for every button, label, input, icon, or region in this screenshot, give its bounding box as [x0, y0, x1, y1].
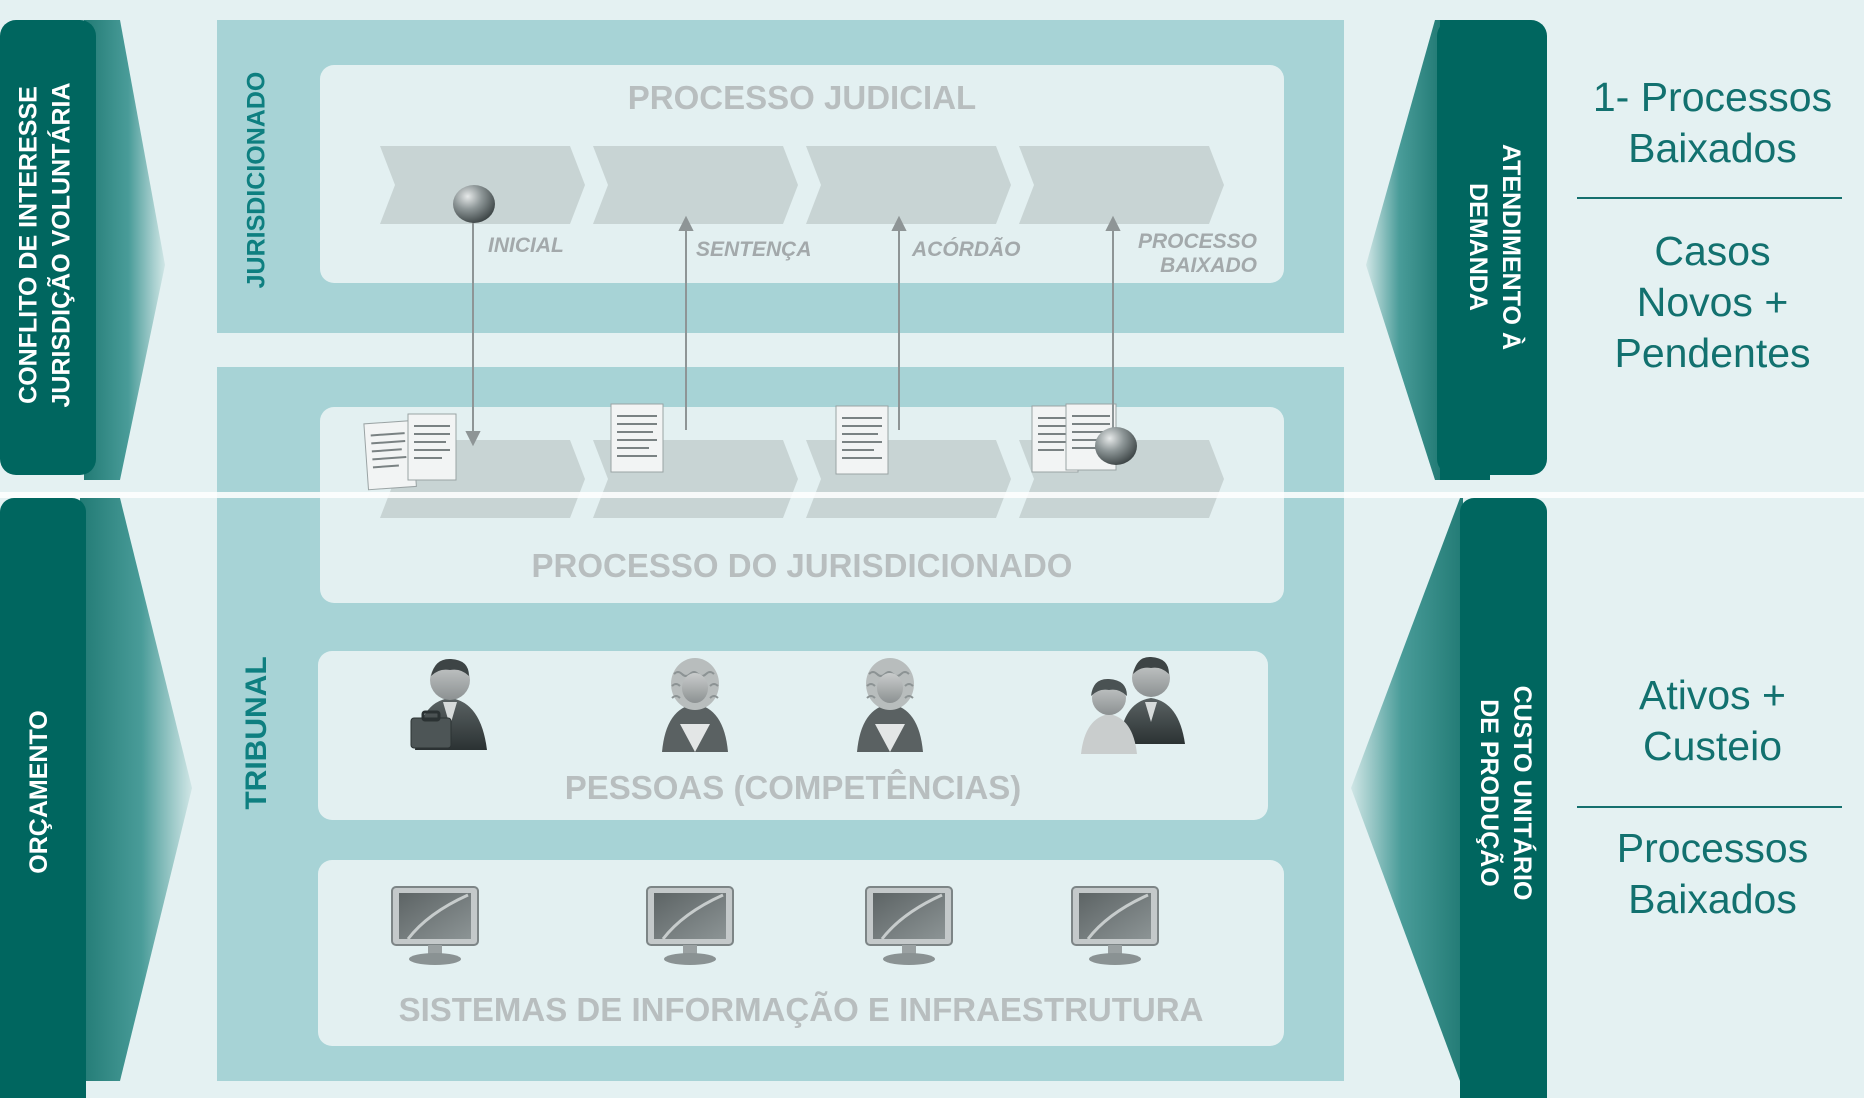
top-denominator-line3: Pendentes — [1614, 330, 1811, 376]
stage-processo-baixado: PROCESSO BAIXADO — [1132, 230, 1257, 278]
right-top-box — [1437, 20, 1547, 475]
flow-arrows — [465, 210, 1121, 447]
bottom-numerator: Ativos + Custeio — [1560, 670, 1864, 772]
judge-icon — [857, 658, 923, 752]
right-top-label-line1: ATENDIMENTO À — [1497, 143, 1525, 351]
ball-marker-icon — [453, 185, 495, 223]
monitor-icon — [1071, 886, 1159, 965]
businessman-with-briefcase-icon — [410, 658, 487, 750]
processo-judicial-title: PROCESSO JUDICIAL — [627, 79, 977, 116]
documents-icon — [610, 403, 664, 473]
two-people-icon — [1081, 656, 1185, 754]
jurisdicionado-label: JURISDICIONADO — [242, 71, 271, 289]
ball-marker-icon — [1095, 427, 1137, 465]
stage-inicial: INICIAL — [488, 234, 564, 257]
right-top-label: ATENDIMENTO À DEMANDA — [1457, 17, 1527, 477]
left-bottom-arrow — [80, 498, 192, 1081]
bottom-denominator-line2: Baixados — [1628, 876, 1797, 922]
bottom-denominator-line1: Processos — [1616, 825, 1809, 871]
stage-sentenca: SENTENÇA — [696, 238, 812, 261]
monitor-icon — [865, 886, 953, 965]
left-top-label: CONFLITO DE INTERESSE JURISDIÇÃO VOLUNTÁ… — [13, 18, 83, 473]
horizontal-separator — [0, 492, 1864, 498]
left-top-label-line1: CONFLITO DE INTERESSE — [14, 86, 43, 404]
pessoas-title: PESSOAS (COMPETÊNCIAS) — [564, 769, 1022, 806]
stage-processo-baixado-line1: PROCESSO — [1137, 230, 1257, 253]
connector-bar — [554, 818, 1035, 860]
bottom-numerator-line2: Custeio — [1642, 723, 1782, 769]
top-numerator-line1: 1- Processos — [1592, 74, 1833, 120]
right-bottom-label-line1: CUSTO UNITÁRIO — [1508, 685, 1536, 901]
judge-icon — [662, 658, 728, 752]
top-numerator-line2: Baixados — [1628, 125, 1797, 171]
stage-processo-baixado-line2: BAIXADO — [1160, 254, 1257, 277]
top-numerator: 1- Processos Baixados — [1560, 72, 1864, 174]
top-denominator-line1: Casos — [1654, 228, 1771, 274]
documents-icon — [835, 405, 889, 475]
monitor-icon — [391, 886, 479, 965]
connector-bar — [554, 603, 1035, 651]
bottom-numerator-line1: Ativos + — [1639, 672, 1786, 718]
left-top-arrow — [84, 20, 165, 480]
left-top-label-line2: JURISDIÇÃO VOLUNTÁRIA — [47, 82, 76, 408]
right-bottom-box — [1460, 498, 1547, 1098]
right-bottom-arrow — [1351, 498, 1463, 1081]
right-bottom-label: CUSTO UNITÁRIO DE PRODUÇÃO — [1468, 593, 1538, 993]
left-top-box — [0, 20, 96, 475]
monitor-icon — [646, 886, 734, 965]
documents-icon — [363, 413, 457, 491]
top-fraction-line — [1577, 197, 1842, 199]
right-bottom-label-line2: DE PRODUÇÃO — [1475, 699, 1503, 887]
stage-acordao: ACÓRDÃO — [912, 238, 1021, 261]
top-denominator: Casos Novos + Pendentes — [1560, 226, 1864, 379]
judicial-chevrons — [380, 146, 1224, 224]
bottom-fraction-line — [1577, 806, 1842, 808]
tribunal-label: TRIBUNAL — [240, 656, 273, 810]
right-top-label-line2: DEMANDA — [1464, 183, 1492, 311]
sistemas-title: SISTEMAS DE INFORMAÇÃO E INFRAESTRUTURA — [398, 991, 1204, 1028]
left-bottom-box — [0, 498, 86, 1098]
processo-jurisdicionado-title: PROCESSO DO JURISDICIONADO — [531, 547, 1073, 584]
left-bottom-label: ORÇAMENTO — [25, 710, 53, 874]
top-denominator-line2: Novos + — [1636, 279, 1789, 325]
bottom-denominator: Processos Baixados — [1560, 823, 1864, 925]
